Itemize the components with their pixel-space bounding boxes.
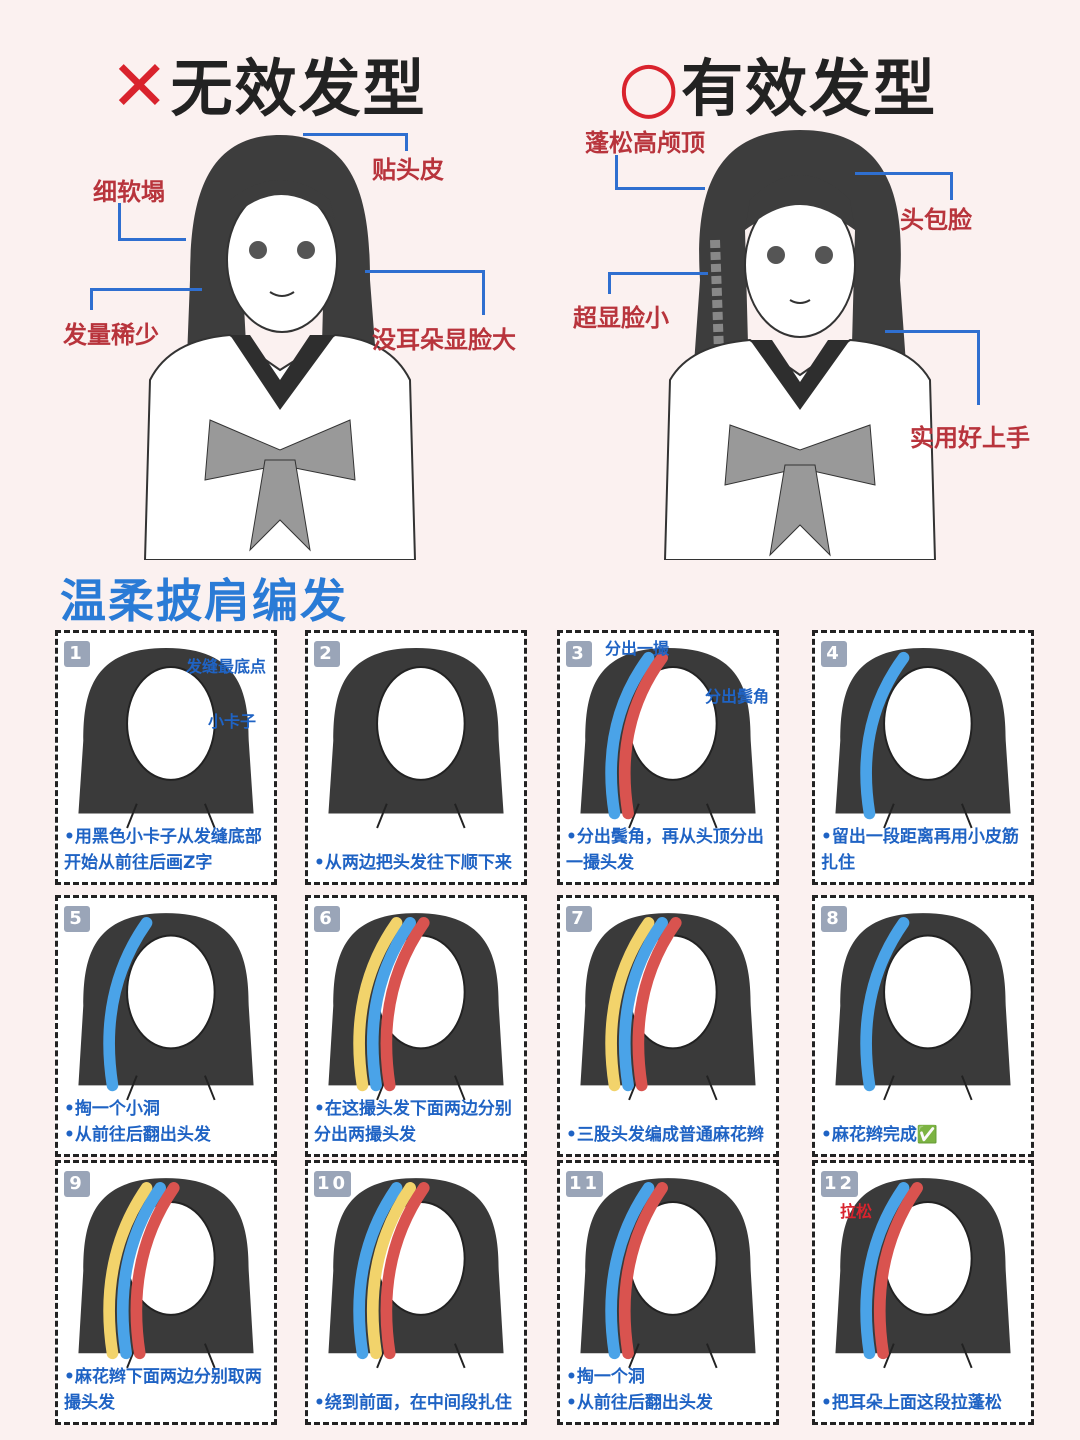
step-annotation: 发缝最底点: [186, 657, 267, 676]
leader-line: [365, 270, 485, 315]
hair-strand: [860, 651, 910, 820]
step-annotation: 分出鬓角: [705, 687, 770, 706]
bad-title-text: 无效发型: [170, 52, 427, 125]
step-panel-6: 6 •在这撮头发下面两边分别分出两撮头发: [305, 895, 527, 1157]
leader-line: [855, 172, 953, 200]
step-caption: •把耳朵上面这段拉蓬松: [821, 1393, 1002, 1413]
step-panel-12: 12 •把耳朵上面这段拉蓬松 拉松: [812, 1160, 1034, 1425]
step-number-badge: 5: [64, 906, 90, 932]
step-number-badge: 9: [64, 1171, 90, 1197]
cross-icon: ✕: [110, 45, 171, 127]
step-panel-4: 4 •留出一段距离再用小皮筋扎住: [812, 630, 1034, 885]
step-number-badge: 11: [566, 1171, 604, 1197]
step-caption: •用黑色小卡子从发缝底部开始从前往后画Z字: [64, 827, 262, 873]
hair-illustration: [78, 648, 254, 829]
hair-strand: [366, 1182, 416, 1360]
bad-hairstyle-title: ✕无效发型: [110, 38, 427, 128]
step-number-badge: 10: [314, 1171, 352, 1197]
bad-hairstyle-illustration: [143, 135, 417, 560]
step-caption: •分出鬓角，再从头顶分出一撮头发: [566, 827, 764, 873]
leader-line: [118, 203, 186, 241]
hair-illustration: [580, 913, 756, 1101]
hair-strand: [873, 1182, 923, 1360]
good-hairstyle-title: ○有效发型: [618, 38, 937, 128]
hair-strand: [380, 917, 430, 1092]
step-number-badge: 6: [314, 906, 340, 932]
step-panel-10: 10 •绕到前面，在中间段扎住: [305, 1160, 527, 1425]
step-caption: •三股头发编成普通麻花辫: [566, 1125, 764, 1145]
hair-illustration: [835, 1178, 1011, 1369]
hair-strand: [618, 651, 668, 820]
step-number-badge: 2: [314, 641, 340, 667]
hair-illustration: [835, 648, 1011, 829]
step-panel-5: 5 •掏一个小洞 •从前往后翻出头发: [55, 895, 277, 1157]
hair-illustration: [835, 913, 1011, 1101]
label-no-ears: 没耳朵显脸大: [372, 326, 516, 354]
hair-strand: [366, 917, 416, 1092]
step-caption: •绕到前面，在中间段扎住: [314, 1393, 512, 1413]
step-caption: •掏一个洞 •从前往后翻出头发: [566, 1367, 713, 1413]
step-panel-7: 7 •三股头发编成普通麻花辫: [557, 895, 779, 1157]
step-number-badge: 8: [821, 906, 847, 932]
label-volume-crown: 蓬松高颅顶: [585, 129, 705, 157]
hair-strand: [860, 1182, 910, 1360]
hair-strand: [380, 1182, 430, 1360]
hair-illustration: [328, 1178, 504, 1369]
hair-strand: [618, 917, 668, 1092]
hair-strand: [860, 917, 910, 1092]
hair-strand: [605, 1182, 655, 1360]
step-caption: •掏一个小洞 •从前往后翻出头发: [64, 1099, 211, 1145]
step-panel-2: 2 •从两边把头发往下顺下来: [305, 630, 527, 885]
step-panel-9: 9 •麻花辫下面两边分别取两撮头发: [55, 1160, 277, 1425]
step-annotation: 小卡子: [208, 712, 257, 731]
hair-strand: [130, 1182, 180, 1360]
hair-strand: [353, 917, 403, 1092]
leader-line: [608, 272, 708, 294]
hair-strand: [618, 1182, 668, 1360]
hair-strand: [632, 917, 682, 1092]
leader-line: [90, 288, 202, 310]
hair-strand: [605, 917, 655, 1092]
hair-illustration: [580, 648, 756, 829]
step-number-badge: 3: [566, 641, 592, 667]
label-slim-face: 超显脸小: [573, 304, 669, 332]
step-caption: •在这撮头发下面两边分别分出两撮头发: [314, 1099, 512, 1145]
label-thin-hair: 发量稀少: [63, 321, 159, 349]
hair-strand: [116, 1182, 166, 1360]
step-caption: •麻花辫下面两边分别取两撮头发: [64, 1367, 262, 1413]
step-panel-1: 1 •用黑色小卡子从发缝底部开始从前往后画Z字 发缝最底点小卡子: [55, 630, 277, 885]
step-caption: •留出一段距离再用小皮筋扎住: [821, 827, 1019, 873]
label-easy: 实用好上手: [910, 424, 1030, 452]
section-title: 温柔披肩编发: [60, 574, 348, 628]
hair-illustration: [328, 913, 504, 1101]
hair-strand: [605, 651, 655, 820]
step-number-badge: 7: [566, 906, 592, 932]
label-limp: 细软塌: [93, 178, 165, 206]
step-annotation: 拉松: [840, 1202, 873, 1221]
step-panel-3: 3 •分出鬓角，再从头顶分出一撮头发 分出一撮分出鬓角: [557, 630, 779, 885]
hair-illustration: [328, 648, 504, 829]
step-number-badge: 1: [64, 641, 90, 667]
step-number-badge: 12: [821, 1171, 859, 1197]
circle-icon: ○: [618, 45, 682, 127]
leader-line: [615, 155, 705, 190]
hair-strand: [103, 1182, 153, 1360]
good-hairstyle-illustration: [663, 130, 937, 560]
hair-illustration: [580, 1178, 756, 1369]
hair-strand: [353, 1182, 403, 1360]
step-number-badge: 4: [821, 641, 847, 667]
step-caption: •从两边把头发往下顺下来: [314, 853, 512, 873]
leader-line: [885, 330, 980, 405]
leader-line: [303, 133, 408, 151]
step-caption: •麻花辫完成✅: [821, 1125, 939, 1145]
hair-illustration: [78, 913, 254, 1101]
label-flat-scalp: 贴头皮: [372, 156, 444, 184]
step-panel-11: 11 •掏一个洞 •从前往后翻出头发: [557, 1160, 779, 1425]
hair-strand: [103, 917, 153, 1092]
good-title-text: 有效发型: [681, 52, 938, 125]
label-frame-face: 头包脸: [900, 206, 972, 234]
step-annotation: 分出一撮: [605, 639, 670, 658]
step-panel-8: 8 •麻花辫完成✅: [812, 895, 1034, 1157]
hair-illustration: [78, 1178, 254, 1369]
